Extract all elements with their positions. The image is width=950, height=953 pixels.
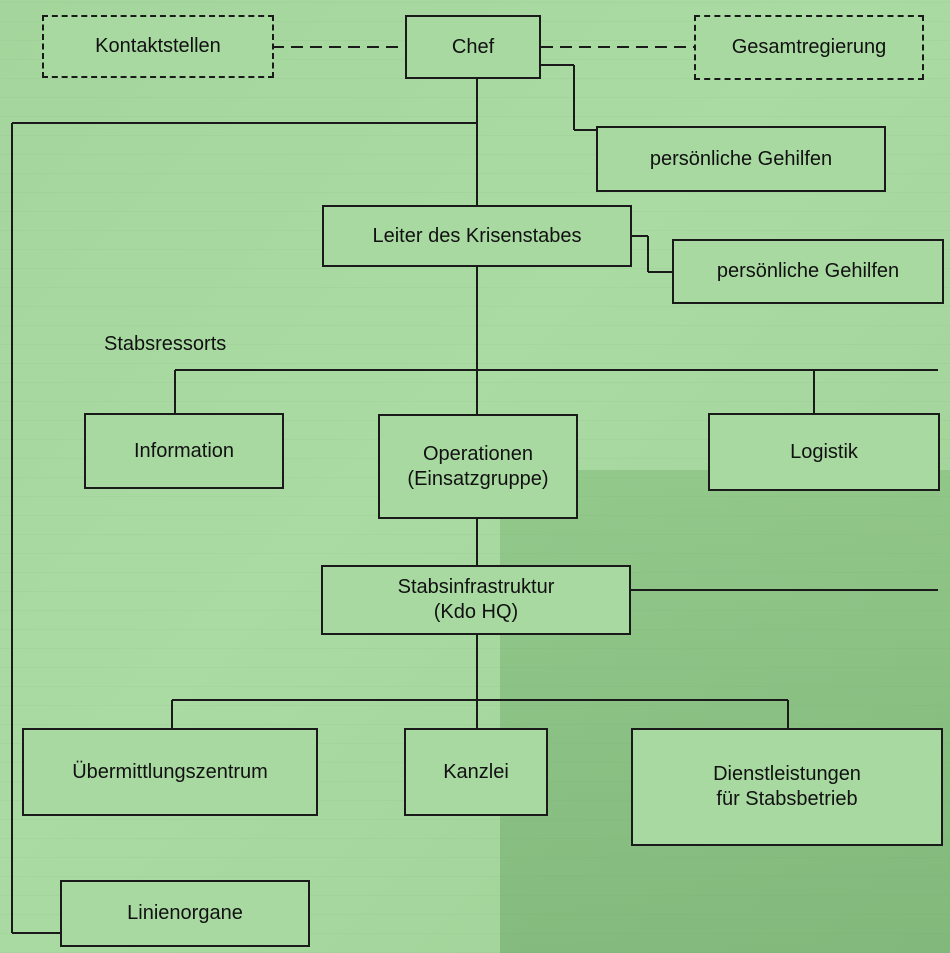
staff-services-box: Dienstleistungen für Stabsbetrieb — [631, 728, 943, 846]
line-organs-label: Linienorgane — [127, 902, 243, 924]
contact-points-box: Kontaktstellen — [42, 15, 274, 78]
information-label: Information — [133, 439, 235, 462]
line-organs-box: Linienorgane — [60, 880, 310, 947]
crisis-staff-head-box: Leiter des Krisenstabes — [322, 205, 632, 267]
logistics-box: Logistik — [708, 413, 940, 491]
personal-assistants-box-1: persönliche Gehilfen — [596, 126, 886, 192]
staff-services-label-line1: Dienstleistungen — [713, 763, 861, 785]
background-photo-area — [500, 470, 950, 953]
personal-assistants-label-1: persönliche Gehilfen — [649, 147, 833, 170]
operations-box: Operationen (Einsatzgruppe) — [378, 414, 578, 519]
staff-infrastructure-box: Stabsinfrastruktur (Kdo HQ) — [321, 565, 631, 635]
information-box: Information — [84, 413, 284, 489]
chancellery-box: Kanzlei — [404, 728, 548, 816]
staff-departments-label: Stabsressorts — [104, 333, 227, 355]
staff-services-label-line2: für Stabsbetrieb — [716, 788, 858, 810]
staff-infrastructure-label-line1: Stabsinfrastruktur — [397, 576, 555, 598]
chief-box: Chef — [405, 15, 541, 79]
personal-assistants-label-2: persönliche Gehilfen — [716, 260, 900, 282]
transmission-center-label: Übermittlungszentrum — [72, 760, 268, 783]
chief-label: Chef — [451, 35, 495, 58]
logistics-label: Logistik — [790, 440, 858, 463]
transmission-center-box: Übermittlungszentrum — [22, 728, 318, 816]
contact-points-label: Kontaktstellen — [95, 35, 221, 57]
staff-infrastructure-label-line2: (Kdo HQ) — [433, 601, 519, 623]
government-label: Gesamtregierung — [731, 36, 887, 58]
chancellery-label: Kanzlei — [443, 760, 509, 783]
crisis-staff-head-label: Leiter des Krisenstabes — [372, 224, 582, 247]
personal-assistants-box-2: persönliche Gehilfen — [672, 239, 944, 304]
government-box: Gesamtregierung — [694, 15, 924, 80]
operations-label-line1: Operationen — [422, 442, 534, 465]
operations-label-line2: (Einsatzgruppe) — [407, 467, 549, 490]
